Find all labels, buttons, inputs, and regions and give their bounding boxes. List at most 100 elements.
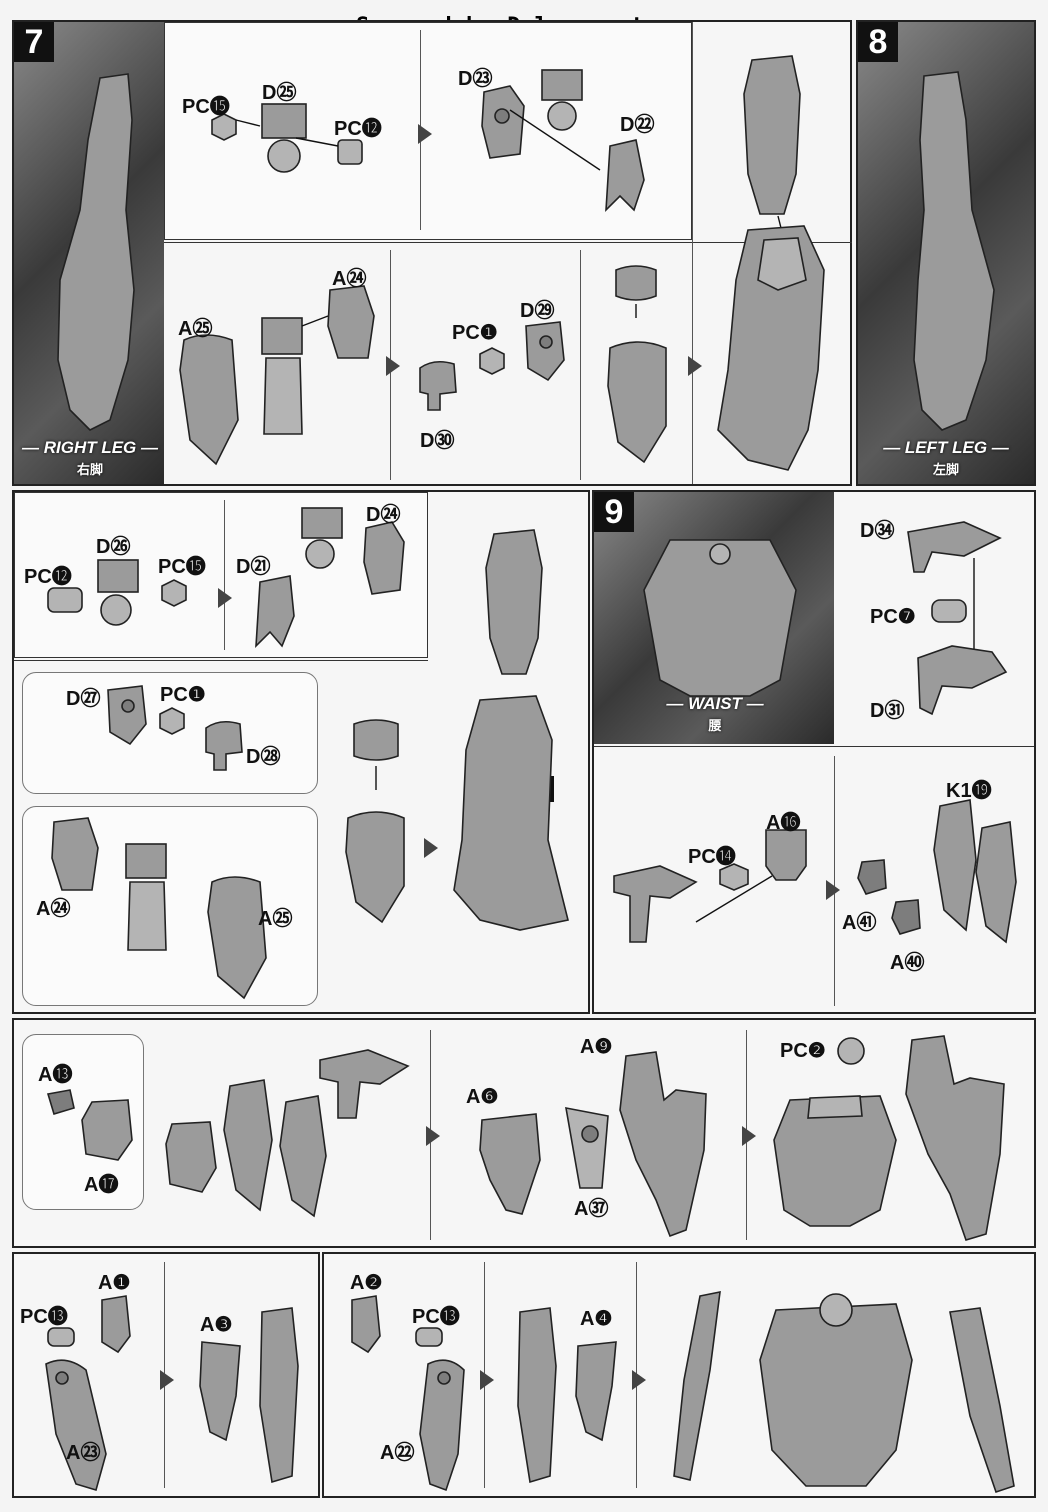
leg-armor-assembly bbox=[259, 1307, 299, 1484]
left-leg-silhouette bbox=[913, 71, 995, 431]
d24-label: D㉔ bbox=[366, 504, 401, 526]
left-leg-first-box bbox=[14, 492, 428, 658]
a13-label: A⓭ bbox=[38, 1064, 73, 1086]
d31-part bbox=[917, 645, 1008, 716]
d34-label: D㉞ bbox=[860, 520, 895, 542]
d27-label: D㉗ bbox=[66, 688, 101, 710]
d25-part bbox=[235, 103, 307, 173]
pc12-part bbox=[47, 587, 83, 613]
step-8-number: 8 bbox=[858, 22, 898, 62]
pc14-part bbox=[719, 863, 749, 891]
a9-part bbox=[619, 1051, 707, 1238]
waist-final-assembly bbox=[759, 1293, 913, 1487]
d30-part bbox=[419, 360, 457, 411]
waist-jp-label: 腰 bbox=[708, 718, 722, 733]
a22-part bbox=[419, 1359, 465, 1492]
a37-part bbox=[565, 1106, 609, 1189]
waist-label: — WAIST — bbox=[666, 694, 764, 713]
a3-label: A❸ bbox=[200, 1314, 233, 1336]
step-arrow bbox=[424, 838, 438, 858]
a6-part bbox=[479, 1113, 541, 1215]
a24-part bbox=[51, 817, 99, 891]
a40-label: A㊵ bbox=[890, 952, 925, 974]
d29-label: D㉙ bbox=[520, 300, 555, 322]
a24-center-part bbox=[125, 843, 167, 951]
step-arrow bbox=[218, 588, 232, 608]
pc15-part bbox=[161, 579, 187, 607]
a24-part bbox=[301, 285, 375, 359]
pc13-part bbox=[415, 1327, 443, 1347]
a41-label: A㊶ bbox=[842, 912, 877, 934]
a25-label: A㉕ bbox=[258, 908, 293, 930]
pc7-label: PC❼ bbox=[870, 606, 916, 628]
pc1-label: PC❶ bbox=[452, 322, 498, 344]
a13-part bbox=[46, 1089, 75, 1115]
a3-part bbox=[199, 1341, 241, 1442]
d27-part bbox=[107, 685, 147, 746]
a9-label: A❾ bbox=[580, 1036, 613, 1058]
a40-part bbox=[891, 899, 921, 935]
divider bbox=[164, 242, 852, 243]
rear-skirt-right bbox=[279, 1095, 327, 1218]
a25-part bbox=[207, 876, 267, 1000]
step-arrow bbox=[480, 1370, 494, 1390]
k119-left-part bbox=[933, 799, 977, 932]
d21-label: D㉑ bbox=[236, 556, 271, 578]
d24-part-upper bbox=[301, 507, 343, 569]
a24-label: A㉔ bbox=[36, 898, 71, 920]
a17-label: A⓱ bbox=[84, 1174, 119, 1196]
pc12-label: PC⓬ bbox=[24, 566, 72, 588]
a23-label: A㉓ bbox=[66, 1442, 101, 1464]
a4-part bbox=[575, 1341, 617, 1442]
right-leg-silhouette bbox=[57, 73, 135, 431]
upper-leg-part bbox=[743, 55, 801, 241]
k119-right-part bbox=[975, 821, 1017, 944]
left-leg-jp-label: 左脚 bbox=[932, 462, 959, 477]
pc2-label: PC❷ bbox=[780, 1040, 826, 1062]
a1-part bbox=[101, 1295, 131, 1354]
waist-frame-part bbox=[319, 1049, 410, 1119]
lower-leg-assembly bbox=[453, 695, 569, 931]
d22-part bbox=[509, 109, 645, 213]
step-arrow bbox=[742, 1126, 756, 1146]
waist-frame-part bbox=[613, 865, 698, 943]
step-arrow bbox=[426, 1126, 440, 1146]
a24-center-part bbox=[261, 317, 303, 435]
d21-part bbox=[255, 575, 295, 649]
right-leg-caption: — RIGHT LEG — 右脚 bbox=[20, 438, 160, 478]
d30-label: D㉚ bbox=[420, 430, 455, 452]
d34-part bbox=[907, 521, 1002, 652]
left-leg-caption: — LEFT LEG — 左脚 bbox=[866, 438, 1026, 478]
skirt-armor-part bbox=[165, 1121, 217, 1193]
pc14-label: PC⓮ bbox=[688, 846, 736, 868]
k119-label: K1⓳ bbox=[946, 780, 992, 802]
a16-label: A⓰ bbox=[766, 812, 801, 834]
step-7-number: 7 bbox=[14, 22, 54, 62]
a6-label: A❻ bbox=[466, 1086, 499, 1108]
rear-skirt-assembly bbox=[905, 1035, 1005, 1241]
a24-label: A㉔ bbox=[332, 268, 367, 290]
a16-part bbox=[695, 829, 807, 923]
step-arrow bbox=[826, 880, 840, 900]
a22-label: A㉒ bbox=[380, 1442, 415, 1464]
a1-label: A❶ bbox=[98, 1272, 131, 1294]
divider bbox=[594, 746, 1034, 747]
pc15-part bbox=[211, 113, 237, 141]
d29-part bbox=[525, 321, 565, 382]
a17-part bbox=[81, 1099, 133, 1161]
leg-armor-assembly bbox=[517, 1307, 557, 1484]
a41-part bbox=[857, 859, 887, 895]
knee-cap-part bbox=[615, 265, 657, 318]
a2-label: A❷ bbox=[350, 1272, 383, 1294]
side-armor-right bbox=[949, 1307, 1015, 1494]
d26-label: D㉖ bbox=[96, 536, 131, 558]
right-leg-jp-label: 右脚 bbox=[76, 462, 103, 477]
pc12-part bbox=[295, 137, 363, 165]
waist-assembly-part bbox=[773, 1095, 897, 1227]
knee-assembly-part bbox=[345, 811, 405, 924]
d28-label: D㉘ bbox=[246, 746, 281, 768]
pc2-part bbox=[837, 1037, 865, 1065]
step-9-number: 9 bbox=[594, 492, 634, 532]
divider bbox=[580, 250, 581, 480]
step-arrow bbox=[688, 356, 702, 376]
